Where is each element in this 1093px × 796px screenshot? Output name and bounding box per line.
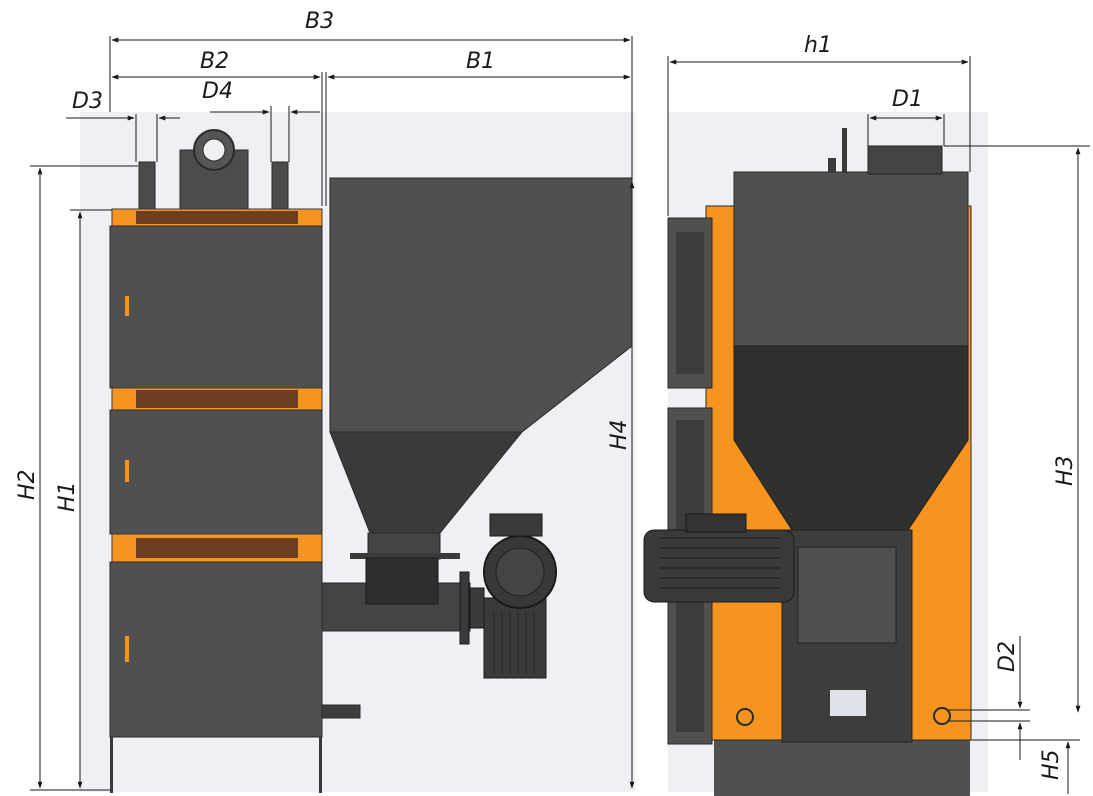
dimension-lines [30, 36, 1090, 794]
hopper-upper [329, 177, 633, 433]
middle-door [109, 409, 323, 535]
right-outlet-pipe [271, 161, 289, 211]
side-upper-door-inner [676, 232, 704, 374]
label-h2: H2 [15, 469, 40, 500]
side-flue-collar [867, 145, 943, 175]
label-d3: D3 [72, 89, 103, 114]
upper-door-handle [125, 296, 129, 316]
label-h3: H3 [1053, 455, 1078, 486]
label-h4: H4 [607, 419, 632, 450]
label-h5: H5 [1039, 749, 1064, 780]
side-view [643, 128, 972, 796]
middle-brown-strip [136, 390, 298, 408]
label-h1: H1 [55, 481, 80, 512]
motor-end-inner [495, 547, 545, 597]
side-inspection-window [830, 690, 866, 716]
lifting-eye-hole [202, 138, 226, 162]
front-view [109, 129, 633, 793]
side-lifting-lug [842, 128, 847, 172]
auger-box [365, 557, 439, 605]
upper-door [109, 225, 323, 389]
side-motor-terminal [685, 513, 747, 533]
gearbox [483, 597, 547, 679]
label-d1: D1 [892, 87, 923, 112]
drain-pipe [321, 704, 361, 719]
label-h1-lower: h1 [804, 33, 832, 58]
lower-brown-strip [136, 538, 298, 558]
neck-flange [350, 553, 460, 559]
right-leg [319, 735, 322, 793]
side-motor-fins [660, 537, 780, 589]
side-motor-body [643, 529, 795, 603]
middle-door-handle [125, 460, 129, 482]
top-brown-strip [136, 211, 298, 224]
label-b2: B2 [200, 49, 229, 74]
label-d4: D4 [202, 79, 233, 104]
lower-door-handle [125, 636, 129, 662]
dimension-labels: B3 B2 B1 D3 D4 h1 D1 H2 H1 H4 H3 D2 H5 [15, 9, 1078, 780]
side-lower-port-right [933, 707, 951, 725]
side-small-pipe [828, 158, 836, 172]
side-feed-plate [797, 546, 897, 644]
side-base [714, 740, 970, 796]
left-leg [110, 735, 113, 793]
auger-flange-2 [469, 587, 485, 629]
label-b1: B1 [466, 49, 495, 74]
label-b3: B3 [305, 9, 334, 34]
left-outlet-pipe [138, 161, 156, 211]
side-lower-port-left [736, 708, 754, 726]
terminal-box [489, 513, 543, 537]
lower-door [109, 561, 323, 738]
gearbox-fins [493, 612, 535, 674]
side-hopper-body [733, 171, 969, 347]
label-d2: D2 [995, 641, 1020, 672]
auger-flange-1 [459, 571, 470, 645]
